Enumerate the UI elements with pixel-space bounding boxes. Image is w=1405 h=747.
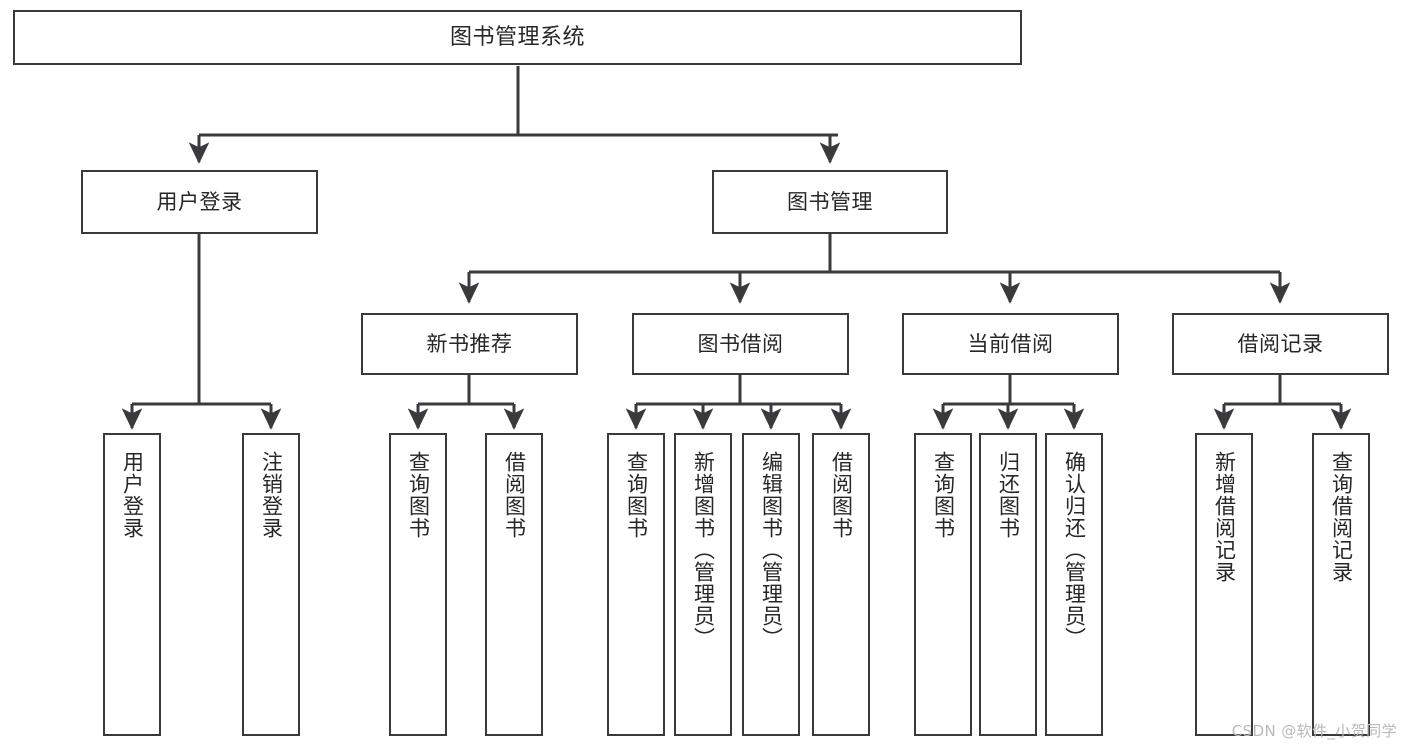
node-leaf-confirm-return[interactable]: 确认归还（管理员） (1045, 433, 1103, 736)
node-book-borrow[interactable]: 图书借阅 (632, 313, 849, 375)
node-label: 借阅图书 (829, 451, 854, 539)
node-label: 用户登录 (156, 189, 243, 214)
node-label: 图书管理系统 (449, 24, 585, 50)
node-new-book-recommend[interactable]: 新书推荐 (361, 313, 578, 375)
node-user-login[interactable]: 用户登录 (81, 170, 318, 234)
node-label: 归还图书 (996, 451, 1021, 539)
node-label: 新增借阅记录 (1212, 451, 1237, 583)
node-label: 用户登录 (120, 451, 145, 539)
node-label: 新增图书（管理员） (691, 451, 716, 649)
node-label: 当前借阅 (967, 331, 1054, 356)
node-leaf-borrow-book-2[interactable]: 借阅图书 (812, 433, 870, 736)
node-label: 新书推荐 (426, 331, 513, 356)
node-leaf-query-book-1[interactable]: 查询图书 (389, 433, 447, 736)
node-label: 编辑图书（管理员） (759, 451, 784, 649)
node-leaf-user-login[interactable]: 用户登录 (103, 433, 161, 736)
node-label: 查询图书 (931, 451, 956, 539)
node-leaf-return-book[interactable]: 归还图书 (979, 433, 1037, 736)
node-leaf-add-book[interactable]: 新增图书（管理员） (674, 433, 732, 736)
node-label: 确认归还（管理员） (1062, 451, 1087, 649)
node-label: 图书管理 (787, 189, 873, 214)
node-leaf-edit-book[interactable]: 编辑图书（管理员） (742, 433, 800, 736)
node-label: 借阅图书 (502, 451, 527, 539)
node-book-management[interactable]: 图书管理 (712, 170, 948, 234)
node-leaf-query-record[interactable]: 查询借阅记录 (1312, 433, 1370, 736)
watermark: CSDN @软件_小贺同学 (1231, 722, 1397, 740)
node-leaf-borrow-book-1[interactable]: 借阅图书 (485, 433, 543, 736)
node-leaf-query-book-3[interactable]: 查询图书 (914, 433, 972, 736)
node-leaf-add-record[interactable]: 新增借阅记录 (1195, 433, 1253, 736)
node-current-borrow[interactable]: 当前借阅 (902, 313, 1119, 375)
node-label: 注销登录 (259, 451, 284, 539)
node-label: 查询图书 (406, 451, 431, 539)
node-label: 图书借阅 (697, 331, 784, 356)
node-label: 查询图书 (624, 451, 649, 539)
node-root-system[interactable]: 图书管理系统 (13, 10, 1022, 65)
node-label: 借阅记录 (1237, 331, 1324, 356)
node-borrow-record[interactable]: 借阅记录 (1172, 313, 1389, 375)
node-leaf-logout-login[interactable]: 注销登录 (242, 433, 300, 736)
node-label: 查询借阅记录 (1329, 451, 1354, 583)
node-leaf-query-book-2[interactable]: 查询图书 (607, 433, 665, 736)
